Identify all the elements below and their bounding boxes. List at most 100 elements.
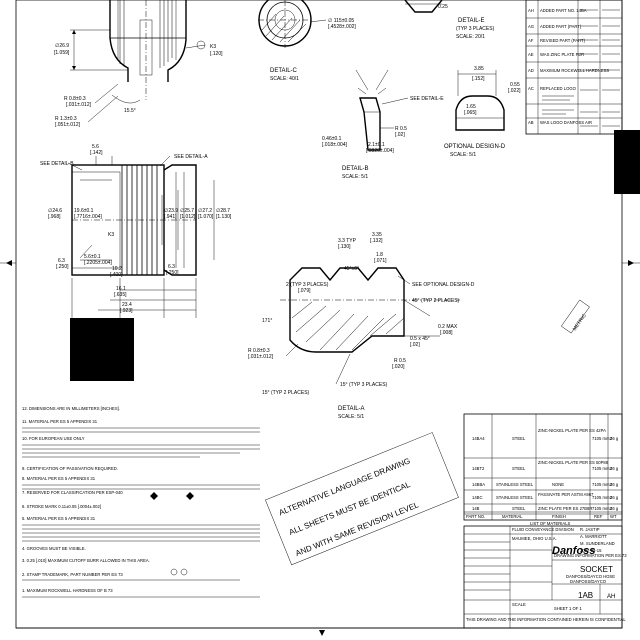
title-rev: AH — [607, 594, 615, 600]
parts-header-spec: REF — [594, 514, 603, 519]
part-2-spec: 7105 mm2 — [592, 482, 612, 487]
dim-k3: K3 — [210, 44, 216, 50]
rev-6-code: AB — [528, 120, 534, 125]
detail-c-scale: SCALE: 40/1 — [270, 76, 299, 82]
dim-r1: R 0.8±0.3 — [64, 96, 86, 102]
detail-b-title: DETAIL-B — [342, 166, 369, 172]
part-0-mat: STEEL — [512, 436, 526, 441]
detail-a-ang: 45°±0° — [344, 266, 359, 272]
title-company-logo: Danfoss — [552, 545, 595, 557]
list-of-materials-label: LIST OF MATERIALS — [530, 521, 571, 526]
detail-b-h-inch: [.0826±.004] — [366, 148, 394, 154]
detail-b-r-inch: [.02] — [395, 132, 405, 138]
dim-l63: 6.3 — [58, 258, 65, 264]
part-1-no: 14BT2 — [472, 466, 485, 471]
dim-d19: 19.6±0.1 — [74, 208, 94, 214]
part-4-finish: ZINC PLATE PER ES 27B8R — [538, 506, 592, 511]
detail-a-33: 3.3 TYP — [338, 238, 357, 244]
detail-e-view: 0.25 DETAIL-E (TYP 3 PLACES) SCALE: 20/1 — [404, 0, 495, 40]
detail-a-335: 3.35 — [372, 232, 382, 238]
dim-l56-inch: [.142] — [90, 150, 103, 156]
title-date: 2007-03-15 — [580, 548, 602, 553]
note-5: 5. MATERIAL PER ES 5 APPENDIX 31 — [22, 516, 96, 521]
part-0-no: 14BA4 — [472, 436, 485, 441]
dim-l234: 23.4 — [122, 302, 132, 308]
dim-d23-inch: [.941] — [164, 214, 177, 220]
design-d-w2: 3.85 — [474, 66, 484, 72]
detail-c-dim-inch: [.4528±.002] — [328, 24, 356, 30]
detail-e-title: DETAIL-E — [458, 18, 485, 24]
dim-angle: 15.5° — [124, 108, 136, 114]
dim-d257: ∅25.7 — [180, 208, 194, 214]
dim-d257-inch: [1.012] — [180, 214, 196, 220]
design-d-w2-inch: [.152] — [472, 76, 485, 82]
rev-2-desc: REVISED PART (PART) — [540, 38, 586, 43]
see-detail-b-label: SEE DETAIL-B — [40, 161, 74, 167]
detail-b-view: R 0.5 [.02] 0.46±0.1 [.018±.004] 2.1±0.1… — [322, 69, 444, 180]
detail-a-r2-inch: [.020] — [392, 364, 405, 370]
part-3-wt: 36 g — [610, 495, 619, 500]
title-release: DRAWING INFORMATION PER ES 73 — [554, 553, 627, 558]
dim-l102-inch: [.400] — [110, 272, 123, 278]
title-sheet: SHEET 1 OF 1 — [554, 606, 583, 611]
dim-d1-inch: [1.059] — [54, 50, 70, 56]
see-detail-e-label: SEE DETAIL-E — [410, 96, 444, 102]
dim-l63r-inch: [.250] — [166, 270, 179, 276]
detail-b-scale: SCALE: 5/1 — [342, 174, 368, 180]
detail-e-scale: SCALE: 20/1 — [456, 34, 485, 40]
dim-d272-inch: [1.070] — [198, 214, 214, 220]
rev-2-code: AF — [528, 38, 534, 43]
dim-l161-inch: [.635] — [114, 292, 127, 298]
dim-d19-inch: [.7716±.004] — [74, 214, 102, 220]
detail-a-02: 0.2 MAX — [438, 324, 458, 330]
detail-a-18: 1.8 — [376, 252, 383, 258]
rev-1-desc: ADDED PART (PART) — [540, 24, 582, 29]
detail-a-335-inch: [.132] — [370, 238, 383, 244]
detail-c-dim: ∅ 115±0.05 — [328, 18, 354, 24]
symbol-circle-1 — [170, 568, 178, 576]
title-approved: M. SUNDERLAND — [580, 541, 615, 546]
rev-4-code: AD — [528, 68, 534, 73]
dim-d54-inch: [.2205±.004] — [84, 260, 112, 266]
part-4-spec: 7105 mm2 — [592, 506, 612, 511]
detail-a-15: 15° (TYP 3 PLACES) — [340, 382, 388, 388]
dim-d23: ∅23.9 — [164, 208, 178, 214]
note-6: 6. STROKE MARK 0.11±0.05 [.0004±.002] — [22, 504, 101, 509]
part-2-wt: 36 g — [610, 482, 619, 487]
rev-3-desc: WAS ZINC PLATE PER — [540, 52, 584, 57]
part-0-wt: 36 g — [610, 436, 619, 441]
detail-a-scale: SCALE: 5/1 — [338, 414, 364, 420]
detail-e-places: (TYP 3 PLACES) — [456, 26, 495, 32]
rev-0-code: AH — [528, 8, 534, 13]
rev-1-code: AG — [528, 24, 534, 29]
part-1-spec: 7105 mm2 — [592, 466, 612, 471]
rev-5-desc: REPLACED LOGO — [540, 86, 577, 91]
dim-d1: ∅26.9 — [55, 43, 69, 49]
top-section-view: ∅26.9 [1.059] R 0.8±0.3 [.031±.012] R 1.… — [54, 0, 223, 128]
part-4-wt: 36 g — [610, 506, 619, 511]
rev-0-desc: ADDED PART NO. 14BA — [540, 8, 587, 13]
title-sub: DANFOSS/DAYCO HOSE — [566, 574, 615, 579]
detail-b-w-inch: [.018±.004] — [322, 142, 348, 148]
note-4: 4. GROOVES MUST BE VISIBLE. — [22, 546, 86, 551]
note-11: 11. MATERIAL PER ES 5 APPENDIX 31 — [22, 419, 98, 424]
detail-a-18-inch: [.071] — [374, 258, 387, 264]
notes-block: 12. DIMENSIONS ARE IN MILLIMETERS [INCHE… — [22, 406, 260, 598]
detail-b-r: R 0.5 — [395, 126, 407, 132]
design-d-h-inch: [.065] — [464, 110, 477, 116]
detail-a-05-inch: [.02] — [410, 342, 420, 348]
part-3-no: 14BC — [472, 495, 482, 500]
see-design-d-label: SEE OPTIONAL DESIGN-D — [412, 282, 475, 288]
part-3-finish: PASSIVATE PER ASTM A967 — [538, 492, 594, 497]
title-drawn-by: R. JASTIP — [580, 527, 600, 532]
dim-d287: ∅28.7 — [216, 208, 230, 214]
design-d-title: OPTIONAL DESIGN-D — [444, 144, 506, 150]
dim-k3-main: K3 — [108, 232, 114, 238]
detail-a-r: R 0.8±0.3 — [248, 348, 270, 354]
note-2: 2. STAMP TRADEMARK, PART NUMBER PER ES 7… — [22, 572, 123, 577]
detail-a-2-inch: [.079] — [298, 288, 311, 294]
dim-r2-inch: [.051±.012] — [55, 122, 81, 128]
title-scale-label: SCALE — [512, 602, 526, 607]
design-d-w-inch: [.022] — [508, 88, 521, 94]
detail-a-r2: R 0.5 — [394, 358, 406, 364]
